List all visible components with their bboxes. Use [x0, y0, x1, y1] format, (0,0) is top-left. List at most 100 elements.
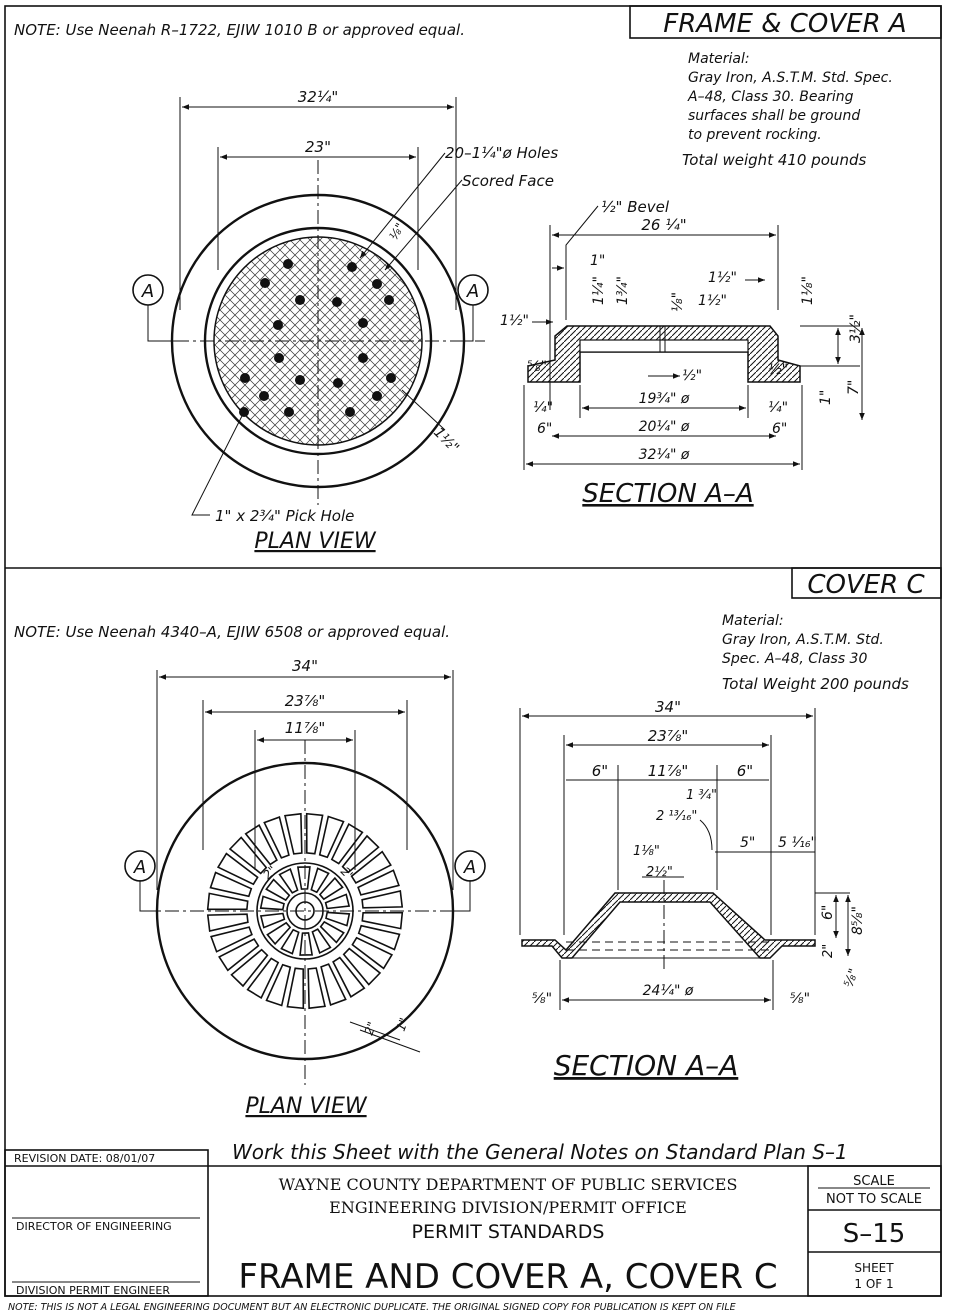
cover-slot	[361, 890, 404, 909]
section-marker-right	[454, 850, 486, 882]
dim-8-label: 8⅝"	[850, 906, 866, 935]
cover-slot	[318, 876, 344, 901]
dim-2c-label: 2"	[362, 1020, 380, 1037]
bevel-leader	[565, 205, 599, 320]
dim-6a-label: 6"	[537, 421, 552, 437]
dim-5-label: 5"	[740, 835, 755, 851]
cover-slot	[259, 895, 285, 911]
dim-2-5-label: 2½"	[646, 865, 673, 880]
cover-slot	[265, 963, 292, 1007]
dim-6b-label: 6"	[772, 421, 787, 437]
cover-slot	[263, 816, 290, 859]
bevel-label: ½" Bevel	[601, 198, 670, 216]
cover-seat	[579, 339, 749, 353]
cover-slot	[305, 812, 324, 855]
cover-slot	[278, 867, 299, 894]
cover-slot	[357, 869, 400, 896]
plan-view-c: 34" 23⅞" 11⅞" 2" 2" 2" 1" PLAN VIEW A A	[124, 657, 486, 1119]
cover-slot	[318, 815, 345, 859]
panel-a-material-line-1: Material:	[688, 51, 750, 67]
holes-label: 20–1¼"ø Holes	[445, 144, 558, 162]
cover-slot	[265, 878, 291, 902]
hole	[284, 407, 294, 417]
cover-slot	[266, 921, 292, 946]
pick-hole-leader	[191, 409, 246, 516]
cover-slot	[357, 924, 401, 951]
dim-1-125-label: 1⅛"	[800, 276, 816, 305]
hole	[384, 295, 394, 305]
panel-c-weight: Total Weight 200 pounds	[722, 675, 909, 693]
section-marker-right-label: A	[463, 857, 476, 878]
title-block: Work this Sheet with the General Notes o…	[4, 1140, 942, 1313]
dim-32-label: 32¼" ø	[639, 447, 690, 463]
dim-20-label: 20¼" ø	[639, 419, 690, 435]
dim-quarter-a-label: ¼"	[533, 400, 553, 416]
cover-slot	[218, 938, 260, 972]
section-cut-right	[450, 880, 471, 912]
cover-slot	[284, 812, 303, 855]
dim-1-75-label: 1 ¾"	[686, 788, 717, 803]
section-marker-left	[132, 274, 164, 306]
dim-7-label: 7"	[846, 380, 862, 395]
dim-34-label: 34"	[655, 698, 681, 716]
dim-1-label: 1"	[590, 253, 605, 269]
hole	[240, 373, 250, 383]
panel-a-material-line-2: Gray Iron, A.S.T.M. Std. Spec.	[688, 70, 893, 86]
section-cut-left	[139, 880, 160, 912]
cover-slot	[280, 928, 300, 955]
cover-slot	[296, 866, 311, 890]
cover-slot	[324, 893, 351, 910]
hole	[358, 353, 368, 363]
cover-slot	[311, 928, 332, 955]
hole	[274, 353, 284, 363]
dim-6v-label: 6"	[820, 905, 836, 920]
section-marker-left-label: A	[141, 281, 154, 302]
hole	[283, 259, 293, 269]
panel-c-title-box	[791, 567, 942, 599]
dim-1v-label: 1"	[818, 390, 834, 405]
panel-a-weight: Total weight 410 pounds	[682, 151, 866, 169]
panel-cover-c: COVER C NOTE: Use Neenah 4340–A, EJIW 65…	[14, 567, 942, 1119]
hole	[273, 320, 283, 330]
panel-a-material-line-5: to prevent rocking.	[688, 127, 822, 143]
plan-view-a: 32¼" 23" 20–1¼"ø Holes Scored Face ⅛" 1½…	[132, 88, 558, 554]
section-marker-left-label: A	[133, 857, 146, 878]
dim-inner-label: 23"	[305, 138, 331, 156]
dim-1-75-label: 1¾"	[615, 276, 631, 305]
sheet-label: SHEET	[854, 1261, 894, 1275]
dim-34-label: 34"	[292, 657, 318, 675]
dim-24-label: 24¼" ø	[643, 983, 694, 999]
cover-c-section-body	[521, 892, 816, 959]
sheet-border	[4, 5, 942, 1297]
dim-19-label: 19¾" ø	[639, 391, 690, 407]
pick-hole-label: 1" x 2¾" Pick Hole	[215, 507, 354, 525]
dim-23-label: 23⅞"	[285, 692, 326, 710]
hole	[295, 375, 305, 385]
dim-1-125-label: 1⅛"	[633, 844, 660, 859]
dim-half-a-label: ½"	[682, 368, 702, 384]
cover-slot	[286, 967, 305, 1010]
cover-slot	[210, 926, 253, 953]
hole	[386, 373, 396, 383]
dim-outer-label: 32¼"	[298, 88, 339, 106]
dim-1-5-mid-label: 1½"	[698, 293, 727, 309]
hole	[347, 262, 357, 272]
dim-26-label: 26 ¼"	[641, 216, 686, 234]
section-marker-right-label: A	[466, 281, 479, 302]
panel-c-material-line-2: Gray Iron, A.S.T.M. Std.	[722, 632, 884, 648]
panel-c-material-line-1: Material:	[722, 613, 784, 629]
dim-2v-label: 2"	[821, 944, 836, 958]
dim-11-label: 11⅞"	[648, 762, 689, 780]
frame-section-body	[527, 325, 801, 383]
section-cut-right	[456, 305, 474, 342]
dim-5-8v-label: ⅝"	[842, 967, 862, 990]
plan-number: S–15	[843, 1219, 906, 1249]
dim-5-8a-label: ⅝"	[532, 991, 552, 1007]
hole	[332, 297, 342, 307]
disclaimer-note: NOTE: THIS IS NOT A LEGAL ENGINEERING DO…	[8, 1302, 736, 1313]
section-marker-right	[457, 274, 489, 306]
cover-slot	[228, 836, 268, 875]
dim-5-1-label: 5 ¹⁄₁₆"	[778, 835, 817, 851]
cover-slot	[361, 911, 404, 930]
